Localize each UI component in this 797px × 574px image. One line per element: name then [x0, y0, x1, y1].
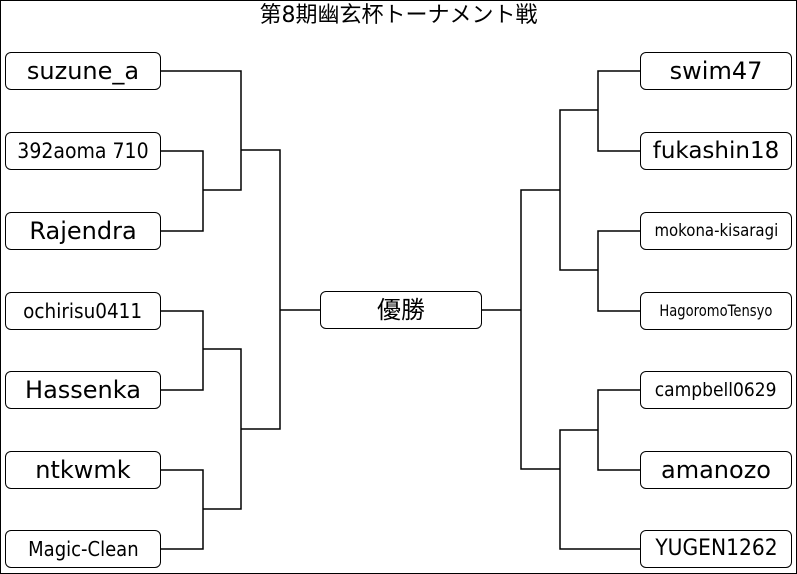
- left-player-3: Rajendra: [5, 212, 161, 250]
- line-left-r1-b: [160, 310, 204, 391]
- final-box: 優勝: [320, 291, 482, 329]
- line-right-r2-a: [559, 109, 598, 271]
- right-player-7: YUGEN1262: [640, 530, 792, 568]
- line-right-r1-b: [597, 230, 641, 312]
- left-player-3-name: Rajendra: [29, 217, 137, 245]
- line-left-r2-a: [203, 348, 242, 510]
- line-right-r2-b: [559, 429, 641, 550]
- right-player-6-name: amanozo: [661, 456, 771, 484]
- right-player-2: fukashin18: [640, 132, 792, 170]
- left-player-6: ntkwmk: [5, 451, 161, 489]
- right-player-7-name: YUGEN1262: [654, 536, 778, 561]
- left-player-1: suzune_a: [5, 52, 161, 90]
- line-right-r1-a: [597, 70, 641, 152]
- line-right-r3-a: [520, 189, 560, 470]
- line-left-r1-a: [160, 150, 204, 232]
- left-player-4-name: ochirisu0411: [23, 299, 143, 323]
- line-right-r1-c: [597, 389, 641, 471]
- left-player-7-name: Magic-Clean: [27, 537, 139, 561]
- left-player-2: 392aoma 710: [5, 132, 161, 170]
- right-player-2-name: fukashin18: [652, 137, 780, 164]
- left-player-7: Magic-Clean: [5, 530, 161, 568]
- page-title: 第8期幽玄杯トーナメント戦: [259, 3, 538, 28]
- left-player-5-name: Hassenka: [25, 376, 141, 404]
- right-player-4-name: HagoromoTensyo: [659, 301, 773, 320]
- right-player-5-name: campbell0629: [655, 378, 777, 401]
- right-player-5: campbell0629: [640, 371, 792, 409]
- left-player-4: ochirisu0411: [5, 292, 161, 330]
- left-player-2-name: 392aoma 710: [17, 138, 149, 163]
- right-player-1-name: swim47: [669, 57, 763, 85]
- line-left-r1-top: [160, 70, 242, 191]
- right-player-6: amanozo: [640, 451, 792, 489]
- right-player-1: swim47: [640, 52, 792, 90]
- left-player-5: Hassenka: [5, 371, 161, 409]
- line-left-r1-c: [160, 469, 204, 550]
- right-player-3-name: mokona-kisaragi: [654, 220, 778, 241]
- left-player-6-name: ntkwmk: [35, 456, 131, 484]
- left-player-1-name: suzune_a: [26, 57, 140, 85]
- line-left-r3-a: [241, 149, 281, 430]
- right-player-3: mokona-kisaragi: [640, 212, 792, 250]
- final-label: 優勝: [377, 296, 425, 324]
- right-player-4: HagoromoTensyo: [640, 292, 792, 330]
